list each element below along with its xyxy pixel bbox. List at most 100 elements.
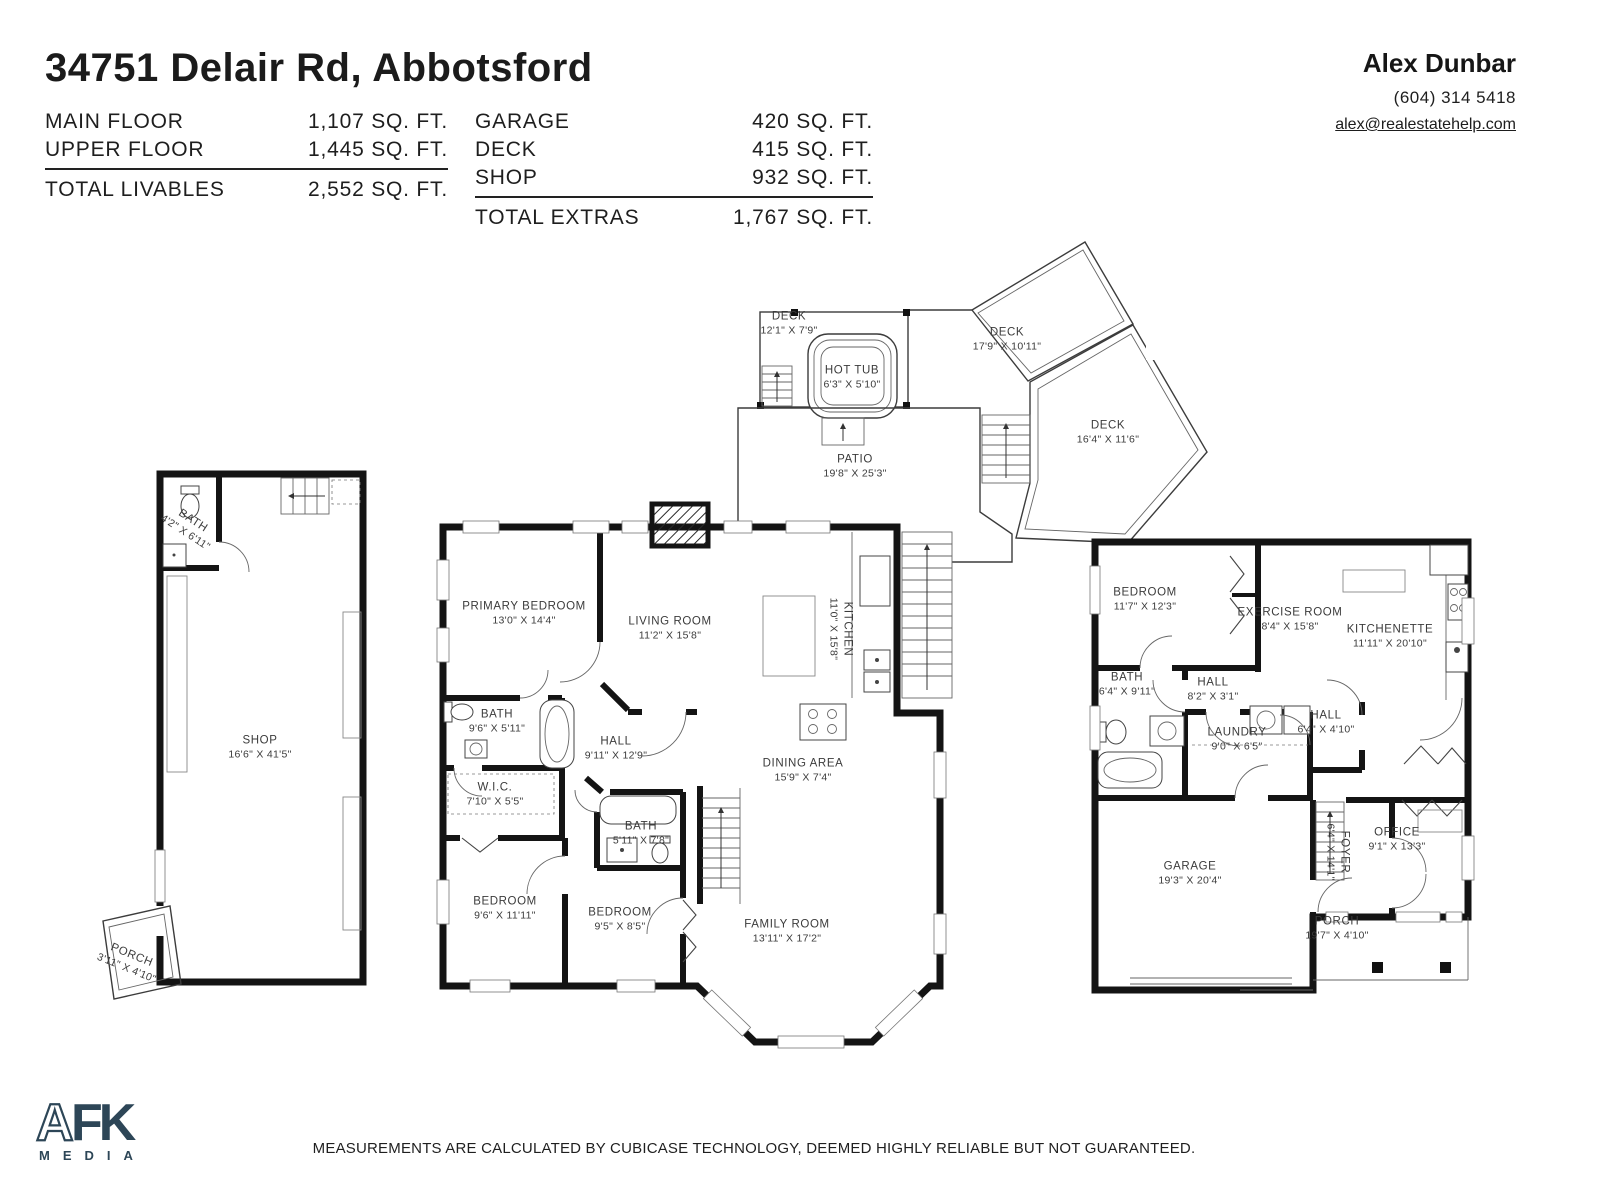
- row-label: GARAGE: [475, 110, 570, 133]
- bathtub-icon: [539, 699, 575, 769]
- agent-name: Alex Dunbar: [1362, 48, 1516, 78]
- bathtub-icon: [599, 795, 677, 825]
- main-floor-plan: [436, 501, 947, 1049]
- patio-deck-stairs: [981, 414, 1031, 484]
- fireplace-icon: [649, 501, 711, 549]
- hot-tub: [807, 333, 898, 446]
- shop-plan: [102, 470, 367, 1000]
- agent-phone: (604) 314 5418: [1393, 88, 1516, 107]
- room-label-deck3: DECK 16'4" X 11'6": [1076, 419, 1140, 446]
- total-label: TOTAL LIVABLES: [45, 178, 225, 201]
- upper-porch: [1240, 917, 1469, 991]
- row-label: DECK: [475, 138, 537, 161]
- room-label-office: OFFICE 9'1" X 13'3": [1368, 826, 1426, 853]
- table-row: DECK 415 SQ. FT.: [475, 136, 873, 164]
- room-label-family-room: FAMILY ROOM 13'11" X 17'2": [744, 918, 830, 945]
- bath2-fixtures: [599, 795, 677, 864]
- table-icon: [762, 595, 816, 677]
- livables-table: MAIN FLOOR 1,107 SQ. FT. UPPER FLOOR 1,4…: [45, 108, 448, 204]
- room-label-shop: SHOP 16'6" X 41'5": [228, 734, 292, 761]
- table-row: UPPER FLOOR 1,445 SQ. FT.: [45, 136, 448, 164]
- room-label-wic: W.I.C. 7'10" X 5'5": [466, 781, 524, 808]
- row-value: 420 SQ. FT.: [752, 110, 873, 133]
- toilet-icon: [180, 485, 200, 519]
- room-label-kitchenette: KITCHENETTE 11'11" X 20'10": [1346, 623, 1434, 650]
- room-label-living-room: LIVING ROOM 11'2" X 15'8": [628, 615, 712, 642]
- main-stairs: [702, 788, 741, 904]
- desk-icon: [1417, 809, 1463, 833]
- bath1-fixtures: [443, 699, 575, 769]
- room-label-garage: GARAGE 19'3" X 20'4": [1158, 860, 1222, 887]
- total-value: 2,552 SQ. FT.: [308, 178, 448, 201]
- toilet-icon: [450, 703, 474, 721]
- row-value: 1,107 SQ. FT.: [308, 110, 448, 133]
- bathtub-icon: [1097, 751, 1163, 789]
- logo-letters-fk: FK: [71, 1094, 137, 1152]
- fridge-icon: [859, 555, 891, 607]
- table-total-row: TOTAL LIVABLES 2,552 SQ. FT.: [45, 176, 448, 204]
- outdoor-stairs: [901, 531, 953, 699]
- row-value: 415 SQ. FT.: [752, 138, 873, 161]
- table-row: SHOP 932 SQ. FT.: [475, 164, 873, 192]
- agent-contact: Alex Dunbar (604) 314 5418 alex@realesta…: [1335, 48, 1516, 134]
- row-label: UPPER FLOOR: [45, 138, 205, 161]
- shop-outer-walls: [156, 470, 367, 986]
- sink-icon: [1157, 721, 1177, 741]
- deck-2-outline: [970, 241, 1134, 382]
- room-label-upper-hall1: HALL 8'2" X 3'1": [1187, 676, 1239, 703]
- room-label-deck2: DECK 17'9" X 10'11": [972, 326, 1042, 353]
- agent-email: alex@realestatehelp.com: [1335, 116, 1516, 134]
- disclaimer-text: MEASUREMENTS ARE CALCULATED BY CUBICASE …: [312, 1140, 1196, 1157]
- room-label-main-bath2: BATH 5'11" X 7'8": [612, 820, 670, 847]
- total-value: 1,767 SQ. FT.: [733, 206, 873, 229]
- kitchenette-fixtures: [1342, 544, 1469, 700]
- room-label-hot-tub: HOT TUB 6'3" X 5'10": [823, 364, 881, 391]
- room-label-upper-porch: PORCH 19'7" X 4'10": [1305, 915, 1369, 942]
- table-row: GARAGE 420 SQ. FT.: [475, 108, 873, 136]
- row-value: 932 SQ. FT.: [752, 166, 873, 189]
- deck-area: [737, 241, 1208, 699]
- toilet-icon: [1105, 719, 1127, 745]
- page-title: 34751 Delair Rd, Abbotsford: [45, 46, 593, 90]
- toilet-icon: [651, 842, 669, 864]
- room-label-foyer: FOYER 6'4" X 14'1": [1324, 823, 1351, 881]
- row-value: 1,445 SQ. FT.: [308, 138, 448, 161]
- kitchen-fixtures: [799, 532, 891, 741]
- deck-stairs: [761, 365, 793, 407]
- main-outer-walls: [439, 523, 944, 1046]
- afk-media-logo: A FK MEDIA: [35, 1094, 146, 1163]
- agent-email-link[interactable]: alex@realestatehelp.com: [1335, 116, 1516, 133]
- row-label: SHOP: [475, 166, 538, 189]
- logo-letter-a: A: [36, 1094, 74, 1152]
- bench-icon: [1342, 569, 1406, 593]
- room-label-deck1: DECK 12'1" X 7'9": [760, 310, 818, 337]
- upper-floor-plan: [1089, 538, 1475, 994]
- room-label-upper-bedroom: BEDROOM 11'7" X 12'3": [1113, 586, 1177, 613]
- room-label-upper-hall2: HALL 6'4" X 4'10": [1297, 709, 1355, 736]
- table-total-row: TOTAL EXTRAS 1,767 SQ. FT.: [475, 204, 873, 232]
- divider: [45, 168, 448, 170]
- room-label-main-hall: HALL 9'11" X 12'9": [584, 735, 648, 762]
- room-label-upper-bath: BATH 6'4" X 9'11": [1098, 671, 1156, 698]
- upper-bath-fixtures: [1097, 715, 1185, 789]
- patio-outline: [737, 407, 1013, 563]
- logo-sub-media: MEDIA: [39, 1148, 146, 1163]
- room-label-main-bath: BATH 9'6" X 5'11": [468, 708, 526, 735]
- room-label-bedroom1: BEDROOM 9'6" X 11'11": [473, 895, 537, 922]
- room-label-dining-area: DINING AREA 15'9" X 7'4": [762, 757, 844, 784]
- row-label: MAIN FLOOR: [45, 110, 184, 133]
- upper-stairs: [1315, 801, 1345, 881]
- sink-icon: [469, 742, 483, 756]
- stove-icon: [799, 703, 847, 741]
- room-label-primary-bedroom: PRIMARY BEDROOM 13'0" X 14'4": [462, 600, 586, 627]
- deck-3-outline: [1015, 324, 1208, 544]
- shop-porch-outline: [102, 905, 182, 1000]
- total-label: TOTAL EXTRAS: [475, 206, 640, 229]
- extras-table: GARAGE 420 SQ. FT. DECK 415 SQ. FT. SHOP…: [475, 108, 873, 232]
- room-label-laundry: LAUNDRY 9'0" X 6'5": [1207, 726, 1267, 753]
- table-row: MAIN FLOOR 1,107 SQ. FT.: [45, 108, 448, 136]
- room-label-exercise-room: EXERCISE ROOM 8'4" X 15'8": [1237, 606, 1343, 633]
- room-label-bedroom2: BEDROOM 9'5" X 8'5": [588, 906, 652, 933]
